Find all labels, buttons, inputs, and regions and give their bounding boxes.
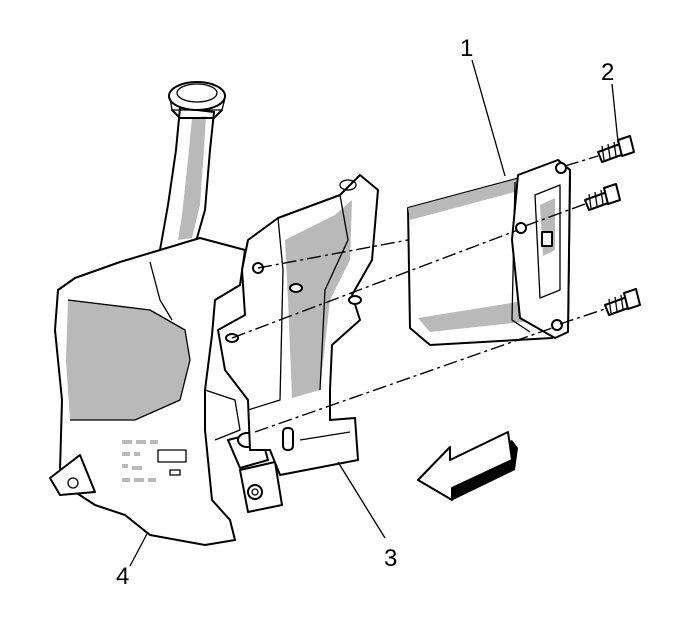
filler-neck-shade bbox=[178, 116, 206, 240]
molded-marking-panel bbox=[122, 440, 187, 482]
leader-lines bbox=[129, 59, 619, 567]
washer-fluid-reservoir bbox=[49, 81, 283, 546]
alignment-lines bbox=[231, 155, 606, 433]
callout-3: 3 bbox=[384, 545, 397, 572]
bolt-bottom bbox=[604, 288, 641, 316]
washer-module bbox=[407, 159, 571, 346]
direction-arrow bbox=[417, 431, 518, 501]
filler-cap bbox=[168, 81, 226, 119]
bolt-top bbox=[597, 135, 635, 163]
reservoir-mounting-ear bbox=[49, 454, 96, 496]
reservoir-front-shade bbox=[66, 300, 190, 420]
callout-1: 1 bbox=[460, 35, 473, 62]
bolt-middle bbox=[584, 183, 621, 211]
mounting-bracket bbox=[217, 174, 379, 476]
callout-4: 4 bbox=[116, 563, 129, 590]
callout-2: 2 bbox=[601, 59, 614, 86]
